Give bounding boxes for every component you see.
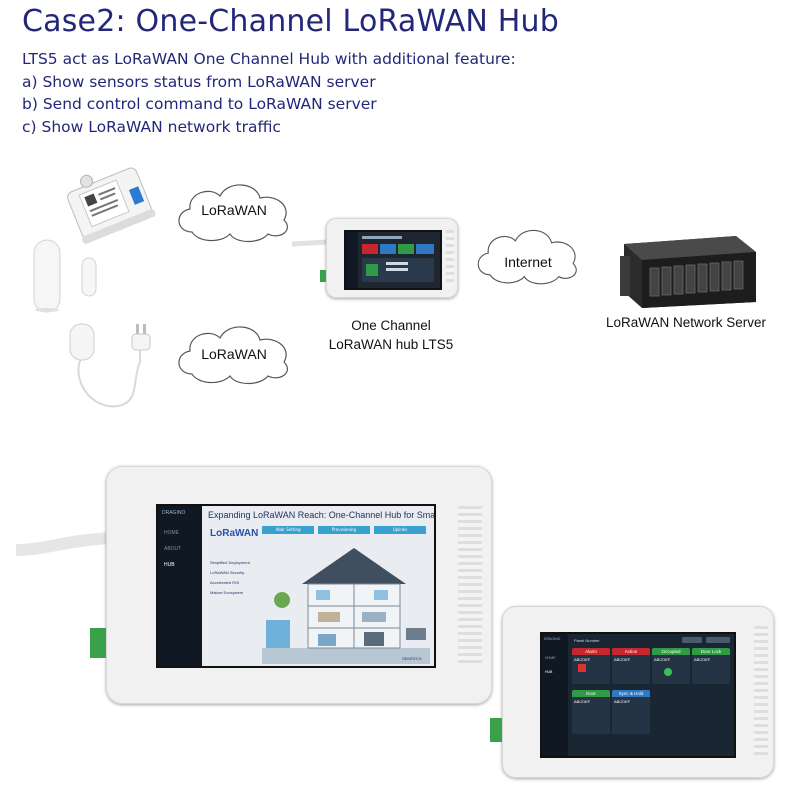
network-server-image	[616, 222, 764, 308]
alarm-indicator	[578, 664, 586, 672]
intro-item: a) Show sensors status from LoRaWAN serv…	[22, 72, 376, 91]
tile-header: Action	[612, 648, 650, 655]
cloud-label: LoRaWAN	[201, 202, 267, 218]
intro-lead: LTS5 act as LoRaWAN One Channel Hub with…	[22, 50, 516, 68]
sensor-device-image	[62, 158, 158, 246]
bullet-item: LoRaWAN Security	[210, 570, 245, 575]
hub-caption: One Channel LoRaWAN hub LTS5	[316, 316, 466, 354]
hub-device-small	[320, 218, 458, 298]
big-device-cable	[16, 532, 113, 556]
tile-action[interactable]: Action ABCDEF	[612, 648, 650, 684]
semtech-logo: SEMTECH	[402, 656, 422, 661]
screen-heading: Expanding LoRaWAN Reach: One-Channel Hub…	[208, 510, 436, 520]
tile-door-lock[interactable]: Door Lock ABCDEF	[692, 648, 730, 684]
bullet-item: Mature Ecosystem	[210, 590, 244, 595]
nav-item-hub[interactable]: HUB	[164, 562, 175, 568]
brand-logo: DRAGINO	[162, 510, 186, 516]
tab-bar: Abbr Setting Provisioning Uplinks	[262, 526, 428, 534]
right-sidebar: DRAGINO HOME HUB	[542, 634, 568, 756]
tile-header: Occupied	[652, 648, 690, 655]
cloud-label: LoRaWAN	[201, 346, 267, 362]
tab-provisioning[interactable]: Provisioning	[318, 526, 370, 534]
intro-text: LTS5 act as LoRaWAN One Channel Hub with…	[22, 48, 516, 138]
hub-caption-line2: LoRaWAN hub LTS5	[328, 337, 454, 352]
tile-id: ABCDEF	[574, 699, 591, 704]
tile-header: Door	[572, 690, 610, 697]
bullet-item: Accelerated ROI	[210, 580, 240, 585]
bullet-list: Simplified Deployment LoRaWAN Security A…	[210, 558, 250, 598]
hub-device-right: DRAGINO HOME HUB Panel Number Alarm ABCD…	[490, 606, 774, 778]
tile-door[interactable]: Door ABCDEF	[572, 690, 610, 734]
tile-header: Sync & Hold	[612, 690, 650, 697]
nav-item-about[interactable]: ABOUT	[164, 546, 182, 552]
tile-header: Alarm	[572, 648, 610, 655]
server-caption: LoRaWAN Network Server	[605, 315, 767, 330]
tile-id: ABCDEF	[614, 699, 631, 704]
water-leak-sensor-image	[60, 318, 170, 418]
cloud-label: Internet	[504, 254, 552, 270]
big-sidebar: DRAGINO HOME ABOUT HUB	[158, 506, 202, 666]
hub-cable	[292, 239, 329, 247]
lorawan-cloud-bottom: LoRaWAN	[172, 318, 296, 388]
tile-id: ABCDEF	[694, 657, 711, 662]
tile-header: Door Lock	[692, 648, 730, 655]
tab-uplinks[interactable]: Uplinks	[374, 526, 426, 534]
lorawan-cloud-top: LoRaWAN	[172, 176, 296, 246]
big-content: Expanding LoRaWAN Reach: One-Channel Hub…	[202, 506, 434, 666]
hub-screen-large: DRAGINO HOME ABOUT HUB Expanding LoRaWAN…	[156, 504, 436, 668]
internet-cloud: Internet	[472, 222, 584, 288]
hub-screen-right: DRAGINO HOME HUB Panel Number Alarm ABCD…	[540, 632, 736, 758]
terminal-block	[490, 718, 502, 742]
panel-number-label: Panel Number	[574, 638, 600, 643]
panel-selector[interactable]	[682, 637, 702, 643]
bullet-item: Simplified Deployment	[210, 560, 250, 565]
brand-logo: DRAGINO	[544, 637, 561, 641]
nav-item-hub[interactable]: HUB	[545, 670, 553, 674]
tile-sync-hold[interactable]: Sync & Hold ABCDEF	[612, 690, 650, 734]
panel-selector[interactable]	[706, 637, 730, 643]
door-sensor-image	[28, 236, 108, 316]
right-content: Panel Number Alarm ABCDEF Action ABCDEF …	[568, 634, 734, 756]
hub-device-large: DRAGINO HOME ABOUT HUB Expanding LoRaWAN…	[90, 466, 492, 704]
tab-abbr-setting[interactable]: Abbr Setting	[262, 526, 314, 534]
smart-home-illustration	[262, 548, 430, 664]
status-indicator	[664, 668, 672, 676]
tile-id: ABCDEF	[574, 657, 591, 662]
terminal-block	[90, 628, 106, 658]
hub-screen-small	[344, 230, 442, 290]
nav-item-home[interactable]: HOME	[545, 656, 556, 660]
lorawan-logo: LoRaWAN	[210, 528, 259, 539]
intro-item: b) Send control command to LoRaWAN serve…	[22, 95, 377, 113]
nav-item-home[interactable]: HOME	[164, 530, 179, 536]
terminal-block	[320, 270, 326, 282]
tile-id: ABCDEF	[614, 657, 631, 662]
tile-id: ABCDEF	[654, 657, 671, 662]
hub-caption-line1: One Channel	[351, 318, 431, 333]
page-title: Case2: One-Channel LoRaWAN Hub	[22, 4, 560, 39]
tile-occupied[interactable]: Occupied ABCDEF	[652, 648, 690, 684]
intro-item: c) Show LoRaWAN network traffic	[22, 117, 281, 136]
